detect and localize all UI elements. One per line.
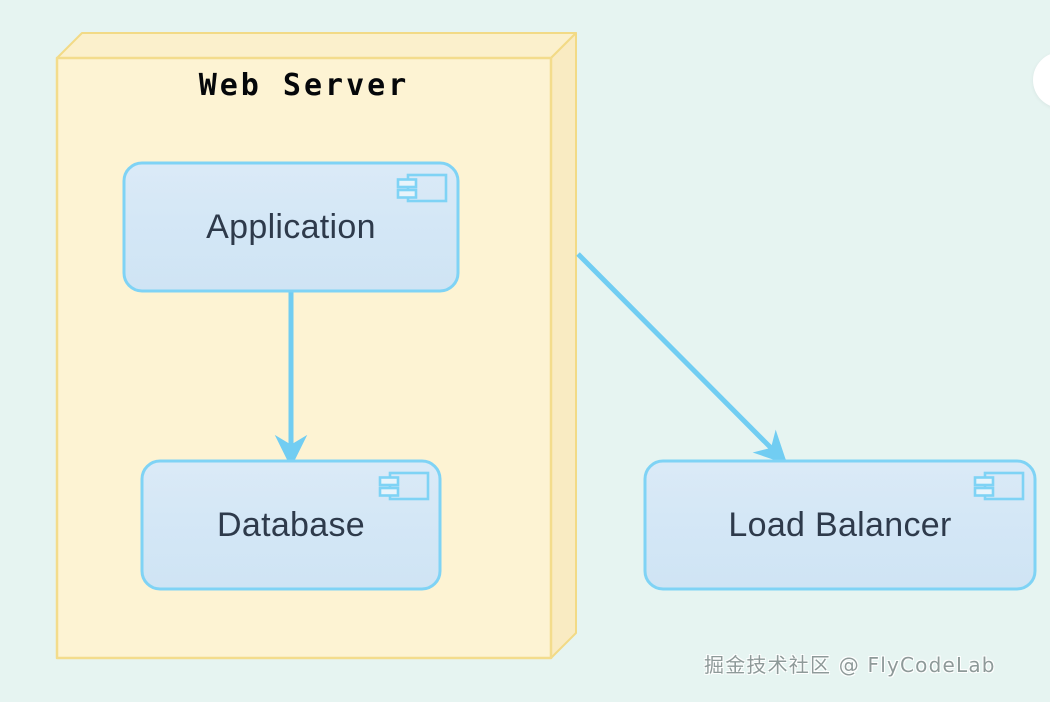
uml-component-icon — [378, 471, 430, 501]
node-side-face — [550, 32, 577, 659]
application-to-load-balancer-arrow[interactable] — [576, 252, 788, 465]
application-component[interactable] — [122, 161, 460, 293]
uml-component-icon — [396, 173, 448, 203]
database-component[interactable] — [140, 459, 442, 591]
load-balancer-component-body — [643, 459, 1037, 591]
node-top-face — [56, 32, 577, 59]
edge-chip[interactable] — [1033, 52, 1050, 108]
load-balancer-component[interactable] — [643, 459, 1037, 591]
database-component-body — [140, 459, 442, 591]
uml-component-icon — [973, 471, 1025, 501]
connector-layer — [274, 252, 788, 468]
application-component-body — [122, 161, 460, 293]
